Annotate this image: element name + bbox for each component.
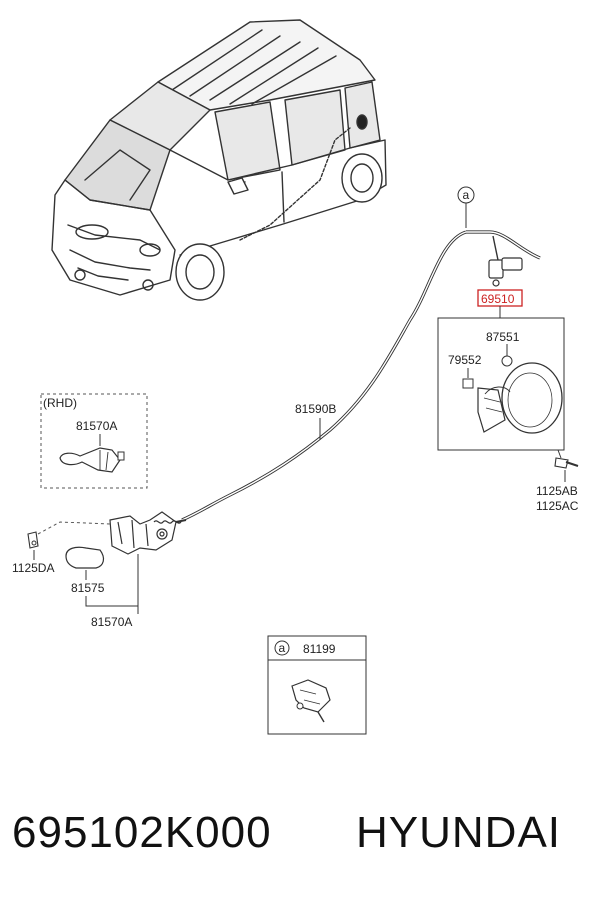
handle-81575 (65, 546, 105, 580)
part-label-81575: 81575 (71, 581, 105, 595)
footer-part-number: 695102K000 (12, 808, 272, 857)
leader-bracket-81570a (85, 554, 139, 614)
part-label-1125da: 1125DA (12, 561, 54, 575)
part-label-1125ab: 1125AB (536, 484, 578, 498)
svg-text:79552: 79552 (448, 353, 482, 367)
footer-brand: HYUNDAI (356, 808, 562, 857)
fuel-door-box: 87551 79552 (437, 317, 565, 451)
svg-text:81570A: 81570A (76, 419, 117, 433)
svg-text:69510: 69510 (481, 292, 515, 306)
footer: 695102K000 HYUNDAI (0, 800, 600, 870)
part-label-69510: 69510 (477, 289, 523, 318)
part-label-81590b: 81590B (295, 402, 336, 416)
actuator-69510 (488, 257, 523, 287)
bolt-1125ab (554, 449, 579, 482)
svg-text:87551: 87551 (486, 330, 520, 344)
svg-text:a: a (279, 641, 286, 655)
part-label-1125ac: 1125AC (536, 499, 579, 513)
ref-callout-a-top: a (457, 186, 475, 228)
svg-text:(RHD): (RHD) (43, 396, 77, 410)
lever-assembly-81570a (109, 511, 187, 555)
part-label-81570a: 81570A (91, 615, 132, 629)
svg-text:a: a (463, 188, 470, 202)
car-illustration (51, 19, 387, 301)
rhd-box: (RHD) 81570A (40, 393, 148, 489)
detail-box-81199: a 81199 (267, 635, 367, 735)
release-cable-81590b (181, 230, 541, 522)
svg-text:81199: 81199 (303, 642, 336, 656)
bolt-1125da (27, 521, 111, 560)
